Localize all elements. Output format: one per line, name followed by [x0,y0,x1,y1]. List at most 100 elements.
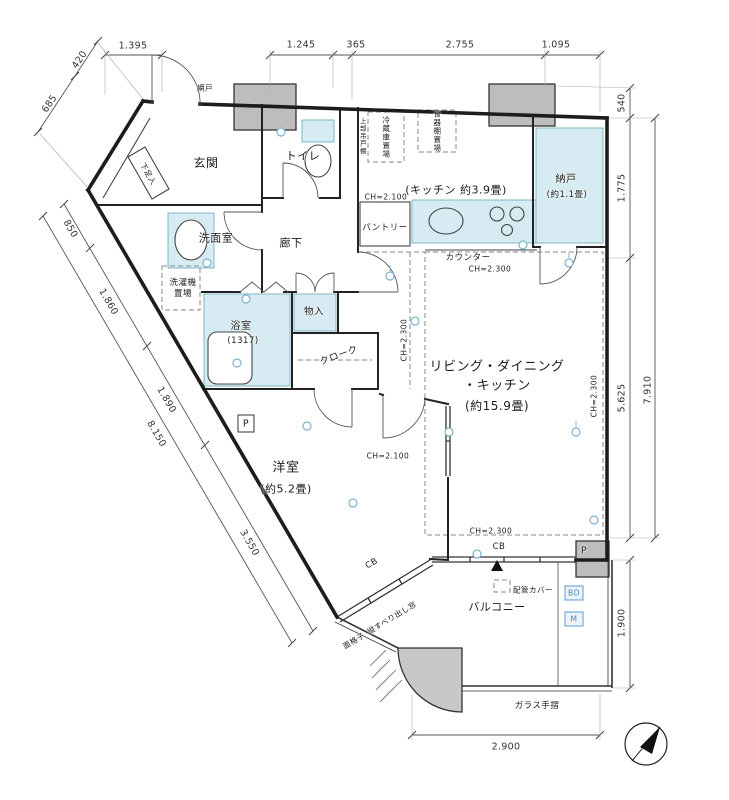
room-label-yokushitsu-size: (1317) [227,335,259,346]
room-label-kitchen: (キッチン 約3.9畳) [405,183,507,197]
dim-right-3: 5.625 [616,383,628,413]
toilet-door [282,162,319,199]
label-pantry: パントリー [362,222,408,233]
hall-ldk-door [357,251,399,293]
washbasin-bowl [174,219,208,261]
section-marker [491,560,503,571]
label-sentakuki-okiba: 置場 [173,288,193,299]
dim-right-4: 1.900 [616,608,628,638]
outlet-symbol [241,294,251,304]
outlet-symbol [202,258,212,268]
exterior-walls [85,98,609,620]
dim-top-4: 1.095 [541,39,571,51]
label-shokkidana-okiba: 食器棚置場 [432,109,442,153]
door-arcs [151,54,578,439]
extension-lines [39,42,660,740]
kitchen-sink [428,207,464,235]
grille-hatch [369,649,403,703]
windows [336,406,576,623]
outlet-symbol [564,258,574,268]
pipe-space-west [237,414,255,433]
room-label-monoire: 物入 [303,306,325,318]
outlet-symbol [348,498,358,508]
room-label-ldk-1: リビング・ダイニング [429,359,565,375]
outlet-symbol [472,549,482,559]
label-meter: M [570,614,578,624]
washroom-door [223,211,263,251]
closet-doors [295,272,335,293]
label-pipe-space-southeast: P [580,545,588,557]
compass-needle [640,727,660,754]
ch-ldk-left: CH=2.300 [399,318,409,362]
stove-burner-3 [500,223,514,237]
dim-top-1: 1.245 [286,39,316,51]
cloak-door [313,388,353,428]
toilet-bowl [304,144,332,178]
room-label-ldk-2: ・キッチン [463,378,531,394]
outlet-symbol [276,127,286,137]
room-sliding-door [445,406,451,476]
label-joubu-tsuridana: 上部吊戸棚 [358,117,367,155]
label-glass-tesuri: ガラス手摺 [514,700,560,711]
ceiling-height-boundary [424,251,604,536]
room-label-genkan: 玄関 [193,156,219,170]
outlet-symbol [444,427,454,437]
closet-fill [293,293,337,332]
storage-room-fill [535,127,604,244]
ch-ldk-bottom: CH=2.300 [469,526,513,536]
pipe-cover-box [493,579,511,593]
stove-burner-2 [509,206,525,222]
room-label-yokushitsu: 浴室 [230,321,252,332]
meter-box [564,611,584,627]
label-counter: カウンター [445,252,491,263]
dim-top-3: 2.755 [445,39,475,51]
balcony-railing [334,560,613,703]
bathtub [207,331,253,385]
entrance-door [151,54,201,107]
dim-right-total: 7.910 [642,375,654,405]
label-haikan-cover: 配管カバー [513,585,553,595]
washer-space-box [161,265,201,311]
electrical-symbols [202,127,599,559]
outlet-symbol [232,358,242,368]
label-sentakuki: 洗濯機 [169,277,197,288]
bay-window [336,559,434,623]
room-label-youshitsu-size: (約5.2畳) [260,482,312,496]
room-label-balcony: バルコニー [468,600,526,614]
balcony-details [491,560,584,627]
interior-walls [96,104,608,562]
bathroom-folding-door [239,281,289,293]
toilet-tank-fill [301,119,335,143]
label-reizouko-okiba: 冷蔵庫置場 [381,115,391,159]
dim-top-entrance: 1.395 [118,40,148,52]
room-label-senmenshitsu: 洗面室 [198,231,234,245]
label-bd: BD [568,588,580,598]
label-amido: 網戸 [197,83,213,93]
pantry-box [359,201,411,247]
room-label-nando-size: (約1.1畳) [546,189,588,200]
room-label-nando: 納戸 [555,174,577,185]
bedroom-door [382,396,426,439]
outlet-symbol [410,316,420,326]
dashed-lines [161,109,604,593]
room-label-youshitsu: 洋室 [272,460,300,476]
ch-youshitsu: CH=2.100 [366,451,410,461]
stove-burner-1 [489,206,505,222]
room-label-ldk-3: (約15.9畳) [464,399,530,413]
entrance-step-line [102,117,151,199]
bd-box [564,585,584,601]
dim-bottom: 2.900 [491,741,521,753]
ch-kitchen: CH=2.300 [468,264,512,274]
outlet-symbol [518,240,528,250]
outlet-symbol [302,421,312,431]
dim-right-1: 540 [616,93,628,113]
room-label-rouka: 廊下 [279,236,303,250]
label-pipe-space-west: P [242,418,250,430]
room-label-toilet: トイレ [285,149,321,163]
dim-top-2: 365 [346,39,366,51]
compass [624,722,668,766]
ch-hall: CH=2.100 [364,192,408,202]
cupboard-space-box [417,109,457,153]
kitchen-counter-fill [411,199,538,244]
